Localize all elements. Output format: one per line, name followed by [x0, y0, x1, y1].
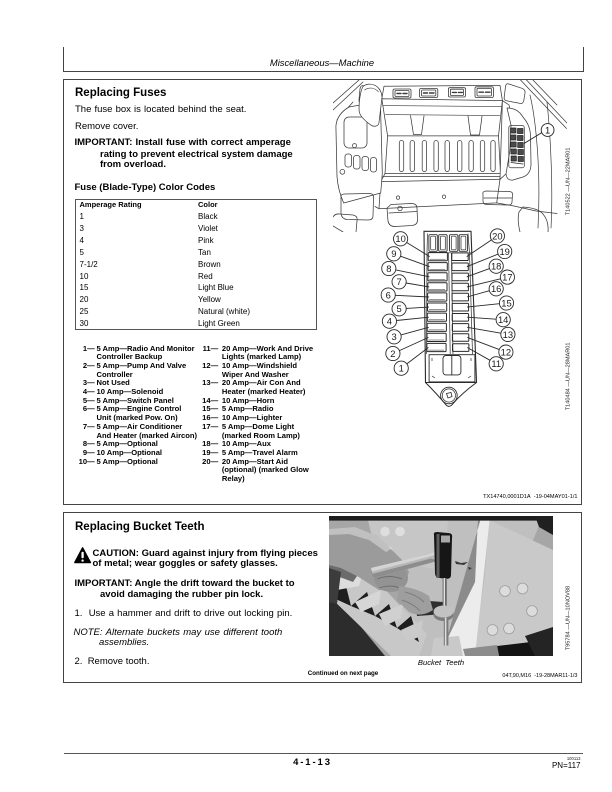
svg-text:18: 18	[491, 261, 501, 272]
svg-text:10: 10	[395, 233, 405, 244]
svg-text:16: 16	[491, 283, 501, 294]
svg-text:3: 3	[391, 331, 396, 342]
svg-text:6: 6	[386, 289, 391, 300]
svg-text:1: 1	[399, 363, 404, 374]
svg-text:12: 12	[501, 347, 511, 358]
svg-text:20: 20	[492, 230, 502, 241]
svg-text:19: 19	[499, 246, 509, 257]
svg-text:5: 5	[396, 303, 401, 314]
svg-text:1: 1	[545, 124, 550, 135]
svg-text:11: 11	[491, 358, 501, 369]
svg-text:4: 4	[387, 316, 392, 327]
svg-text:2: 2	[390, 348, 395, 359]
svg-text:8: 8	[386, 263, 391, 274]
svg-text:7: 7	[396, 276, 401, 287]
svg-text:13: 13	[503, 329, 513, 340]
svg-text:17: 17	[502, 272, 512, 283]
svg-text:9: 9	[391, 248, 396, 259]
svg-text:15: 15	[501, 297, 511, 308]
svg-text:14: 14	[498, 314, 508, 325]
